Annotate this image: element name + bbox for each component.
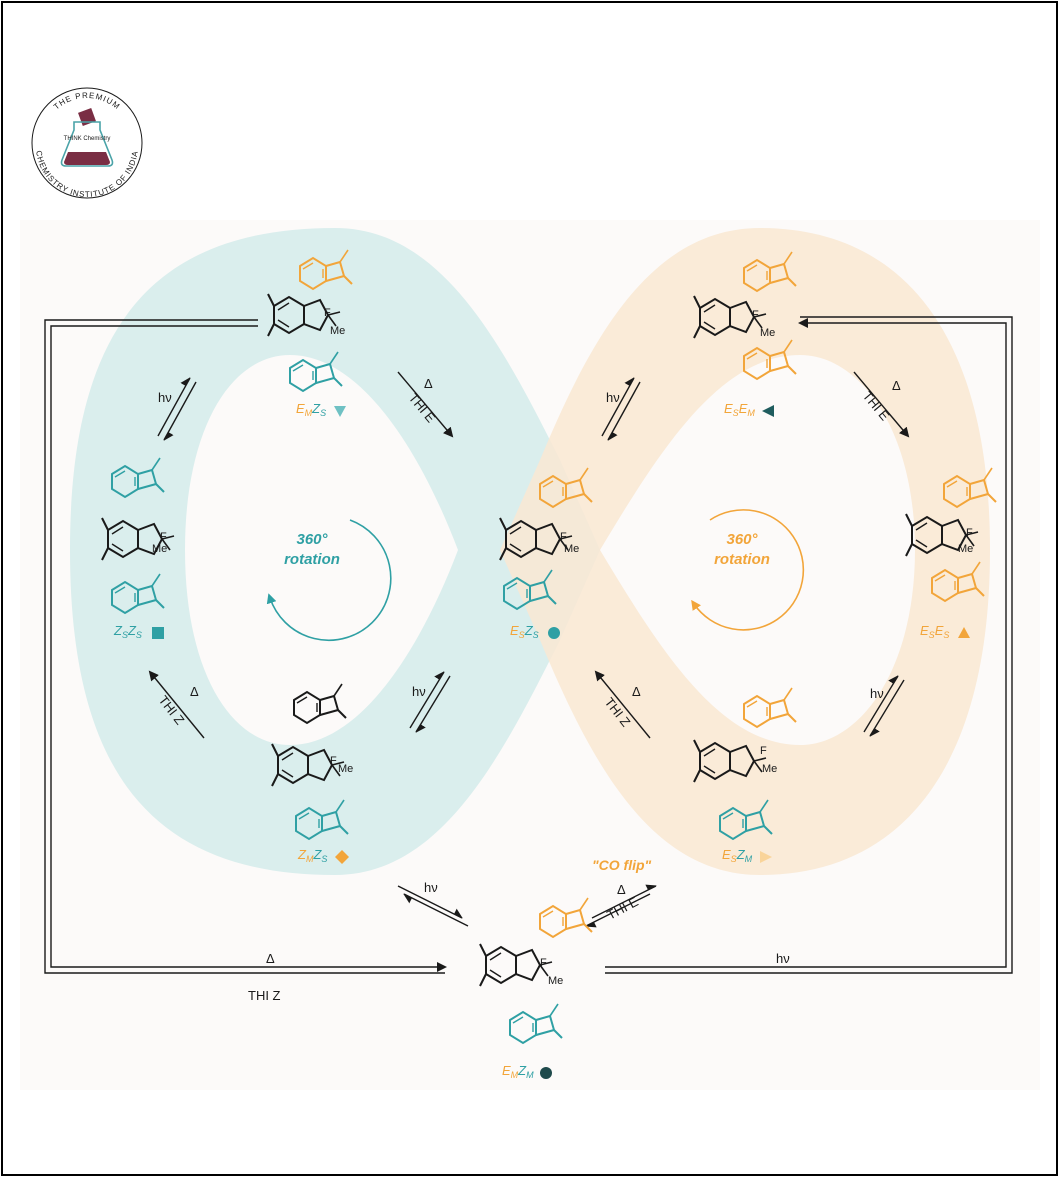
label-hv: hν [776,951,790,966]
atom-f: F [540,957,547,969]
atom-me: Me [330,325,345,337]
square-icon [152,627,164,639]
label-delta: Δ [632,684,641,699]
rotation-right-line2: rotation [714,551,770,568]
eq-hv-bottom-left [409,671,451,733]
state-label: ESEM [724,401,755,418]
label-hv: hν [158,390,172,405]
atom-me: Me [762,763,777,775]
state-label: ESZS [510,623,539,640]
label-delta: Δ [617,882,626,897]
triangle-up-icon [958,627,970,638]
logo-brand-text: THINK Chemistry [64,136,111,142]
arrow-thi-z-bottom-left [148,670,205,739]
atom-me: Me [958,543,973,555]
atom-me: Me [564,543,579,555]
label-hv: hν [606,390,620,405]
left-rotation-arrow [266,519,392,642]
eq-hv-bottom-center-left [397,885,469,927]
state-label: ZMZS [297,847,327,864]
atom-f: F [324,307,331,319]
rotation-left-line2: rotation [284,551,340,568]
eq-hv-top-right [601,377,641,441]
state-label: ESZM [722,847,753,864]
state-label: EMZS [296,401,326,418]
diamond-icon [335,850,349,864]
state-label: EMZM [502,1063,534,1080]
atom-me: Me [338,763,353,775]
label-thi-e: THI E [604,894,641,923]
label-hv: hν [870,686,884,701]
circle-icon [548,627,560,639]
rotation-right-line1: 360° [726,531,758,548]
arrow-thi-z-bottom-right [594,670,651,739]
orange-loop-band [500,228,990,875]
label-hv: hν [412,684,426,699]
atom-me: Me [760,327,775,339]
co-flip-label: "CO flip" [592,857,652,873]
arrow-thi-e-top-left [397,371,454,438]
atom-me: Me [152,543,167,555]
atom-f: F [330,755,337,767]
label-thi-z: THI Z [248,988,281,1003]
triangle-down-icon [334,406,346,417]
triangle-right-icon [760,851,772,863]
atom-f: F [966,527,973,539]
label-delta: Δ [266,951,275,966]
eq-hv-top-left [157,377,197,441]
label-delta: Δ [424,376,433,391]
label-delta: Δ [190,684,199,699]
state-label: ZSZS [113,623,142,640]
molecule-bottom-center [479,897,593,1044]
flask-icon: THINK Chemistry [60,108,114,167]
teal-loop-band [70,228,600,875]
rotation-left-line1: 360° [296,531,328,548]
atom-f: F [760,745,767,757]
atom-f: F [560,531,567,543]
logo: THE PREMIUM CHEMISTRY INSTITUTE OF INDIA… [31,87,143,199]
triangle-left-icon [762,405,774,417]
right-rotation-arrow [691,509,805,631]
arrow-thi-e-top-right [853,371,910,438]
outer-right-route [605,316,1013,974]
state-label: ESES [920,623,949,640]
eq-co-flip [585,884,657,928]
atom-f: F [752,309,759,321]
circle-icon [540,1067,552,1079]
outer-left-route [44,319,447,974]
label-hv: hν [424,880,438,895]
label-delta: Δ [892,378,901,393]
atom-me: Me [548,975,563,987]
eq-hv-bottom-right [863,675,905,737]
atom-f: F [160,531,167,543]
